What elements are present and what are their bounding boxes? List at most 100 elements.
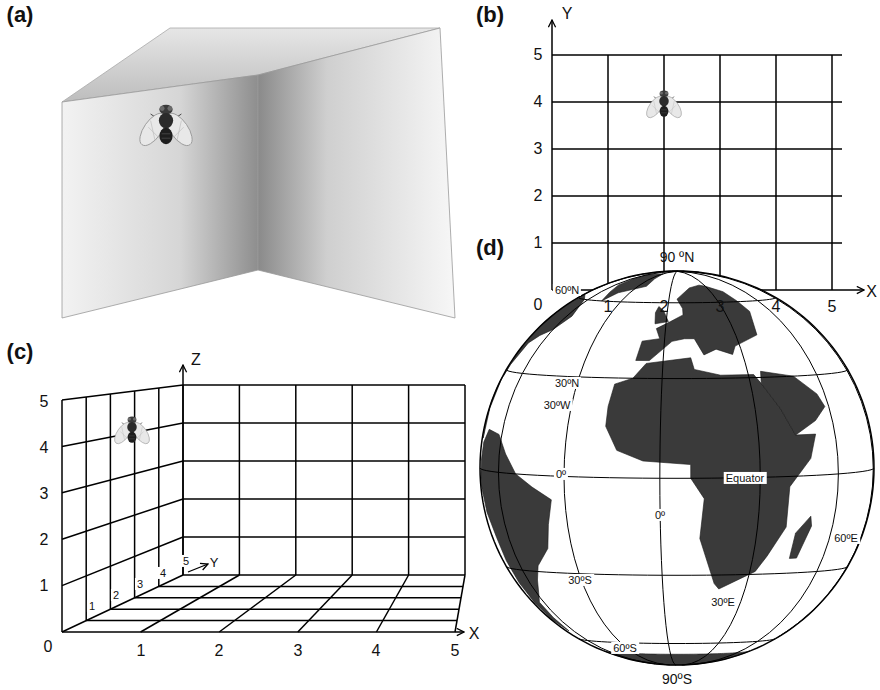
- tick-number: 2: [40, 531, 49, 549]
- left-wall: [62, 75, 258, 318]
- tick-number: 4: [158, 567, 168, 579]
- grid-line: [62, 575, 183, 632]
- grid-line: [86, 620, 457, 622]
- tick-number: 0: [44, 638, 53, 656]
- grid-2d: [552, 20, 864, 290]
- tick-number: 5: [534, 46, 543, 64]
- z-axis: [182, 365, 184, 575]
- grid-line: [62, 385, 183, 400]
- tick-number: 4: [772, 298, 781, 316]
- graticule: [480, 271, 874, 665]
- grid-line: [219, 575, 296, 632]
- grid-line: [552, 195, 842, 197]
- continent: [761, 371, 825, 435]
- room-corner: [62, 28, 455, 318]
- grid-line: [552, 148, 842, 150]
- axis-label: X: [469, 625, 480, 643]
- fly-illustration: [111, 416, 153, 446]
- grid-line: [183, 574, 465, 576]
- grid-line: [607, 55, 609, 290]
- grid-line: [62, 537, 183, 586]
- geo-label: Equator: [724, 472, 767, 484]
- grid-3d: [62, 365, 465, 632]
- panel-label: (b): [476, 3, 504, 27]
- fly-illustration: [135, 105, 197, 150]
- grid-line: [351, 385, 353, 575]
- tick-number: 0: [534, 296, 543, 314]
- grid-line: [183, 498, 465, 500]
- tick-number: 1: [604, 298, 613, 316]
- geo-label: 30ºW: [542, 399, 573, 411]
- axis-label: X: [866, 283, 877, 301]
- ocean: [480, 271, 874, 665]
- tick-number: 2: [660, 298, 669, 316]
- y-axis: [551, 20, 553, 290]
- geo-label: 90 ºN: [660, 250, 695, 265]
- grid-line: [552, 101, 842, 103]
- grid-line: [135, 597, 461, 599]
- geo-label: 60ºN: [553, 284, 581, 296]
- tick-number: 5: [40, 393, 49, 411]
- geo-label: 30ºN: [553, 377, 581, 389]
- axis-label: Y: [562, 5, 573, 23]
- tick-number: 2: [215, 642, 224, 660]
- grid-line: [183, 460, 465, 462]
- tick-number: 5: [181, 555, 191, 567]
- grid-line: [295, 385, 297, 575]
- tick-number: 3: [534, 140, 543, 158]
- grid-line: [298, 575, 352, 632]
- tick-number: 4: [534, 93, 543, 111]
- grid-line: [85, 397, 87, 621]
- panel-label: (a): [7, 3, 34, 27]
- tick-number: 1: [534, 234, 543, 252]
- geo-label: 30ºS: [566, 574, 594, 586]
- grid-line: [110, 608, 459, 610]
- geo-label: 90ºS: [662, 673, 692, 688]
- tick-number: 3: [135, 578, 145, 590]
- tick-number: 5: [828, 298, 837, 316]
- continent: [481, 429, 569, 631]
- tick-number: 4: [372, 642, 381, 660]
- right-wall: [258, 28, 455, 318]
- continent: [636, 285, 757, 360]
- tick-number: 3: [294, 642, 303, 660]
- fly-illustration: [643, 90, 685, 120]
- grid-line: [183, 384, 465, 386]
- geo-label: 30ºE: [709, 596, 737, 608]
- geo-label: 60ºE: [832, 532, 860, 544]
- grid-line: [61, 400, 63, 632]
- axis-label: Y: [210, 556, 219, 570]
- grid-line: [376, 575, 408, 632]
- grid-line: [464, 385, 466, 575]
- grid-line: [141, 575, 240, 632]
- tick-number: 5: [451, 642, 460, 660]
- grid-line: [62, 461, 183, 493]
- grid-line: [62, 499, 183, 539]
- globe-outline: [480, 271, 874, 665]
- tick-number: 3: [40, 485, 49, 503]
- tick-number: 1: [40, 577, 49, 595]
- tick-number: 1: [137, 642, 146, 660]
- continent: [789, 516, 811, 558]
- axis-label: Z: [191, 351, 201, 369]
- globe: [480, 271, 874, 665]
- grid-line: [719, 55, 721, 290]
- panel-label: (d): [476, 236, 504, 260]
- grid-line: [408, 385, 410, 575]
- x-axis: [62, 631, 464, 633]
- grid-line: [552, 242, 842, 244]
- tick-number: 3: [716, 298, 725, 316]
- tick-number: 4: [40, 439, 49, 457]
- grid-line: [159, 586, 463, 588]
- grid-line: [110, 394, 112, 609]
- continents: [481, 274, 825, 631]
- grid-line: [831, 55, 833, 290]
- tick-number: 1: [87, 600, 97, 612]
- grid-line: [552, 54, 842, 56]
- grid-line: [239, 385, 241, 575]
- geo-label: 0º: [653, 509, 667, 521]
- geo-label: 60ºS: [611, 642, 639, 654]
- grid-line: [183, 422, 465, 424]
